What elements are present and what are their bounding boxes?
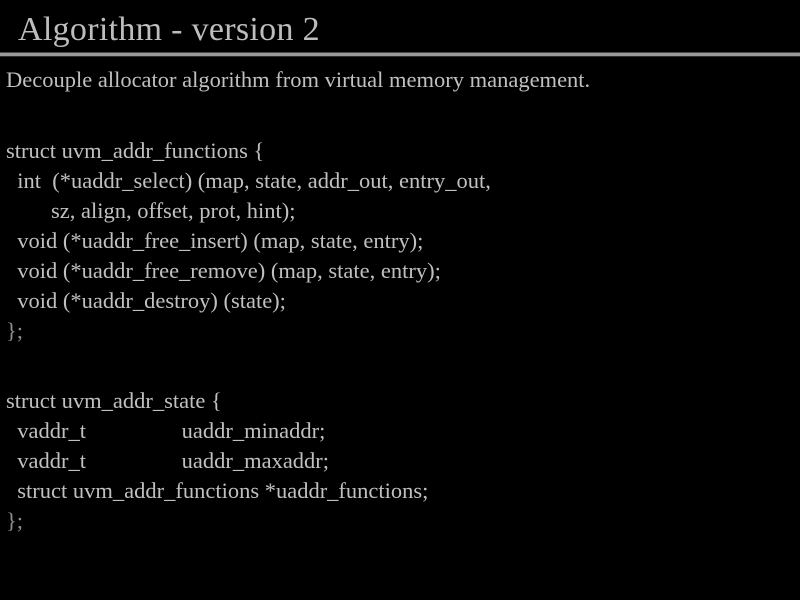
code-line: struct uvm_addr_functions { — [6, 138, 265, 163]
title-block: Algorithm - version 2 — [0, 0, 800, 57]
code-line: int (*uaddr_select) (map, state, addr_ou… — [6, 168, 491, 193]
slide-body: Decouple allocator algorithm from virtua… — [0, 64, 800, 536]
page-title: Algorithm - version 2 — [18, 11, 320, 48]
code-line: }; — [6, 318, 24, 343]
code-line: struct uvm_addr_state { — [6, 388, 222, 413]
code-block-uvm-addr-functions: struct uvm_addr_functions { int (*uaddr_… — [0, 136, 800, 346]
code-block-uvm-addr-state: struct uvm_addr_state { vaddr_t uaddr_mi… — [0, 386, 800, 536]
code-line: sz, align, offset, prot, hint); — [6, 198, 296, 223]
code-line: void (*uaddr_destroy) (state); — [6, 288, 286, 313]
code-line: }; — [6, 508, 24, 533]
code-line: void (*uaddr_free_remove) (map, state, e… — [6, 258, 441, 283]
code-line: void (*uaddr_free_insert) (map, state, e… — [6, 228, 424, 253]
title-divider — [0, 52, 800, 57]
code-line: vaddr_t uaddr_minaddr; — [6, 418, 326, 443]
code-line: vaddr_t uaddr_maxaddr; — [6, 448, 330, 473]
intro-text: Decouple allocator algorithm from virtua… — [6, 67, 591, 92]
code-line: struct uvm_addr_functions *uaddr_functio… — [6, 478, 429, 503]
